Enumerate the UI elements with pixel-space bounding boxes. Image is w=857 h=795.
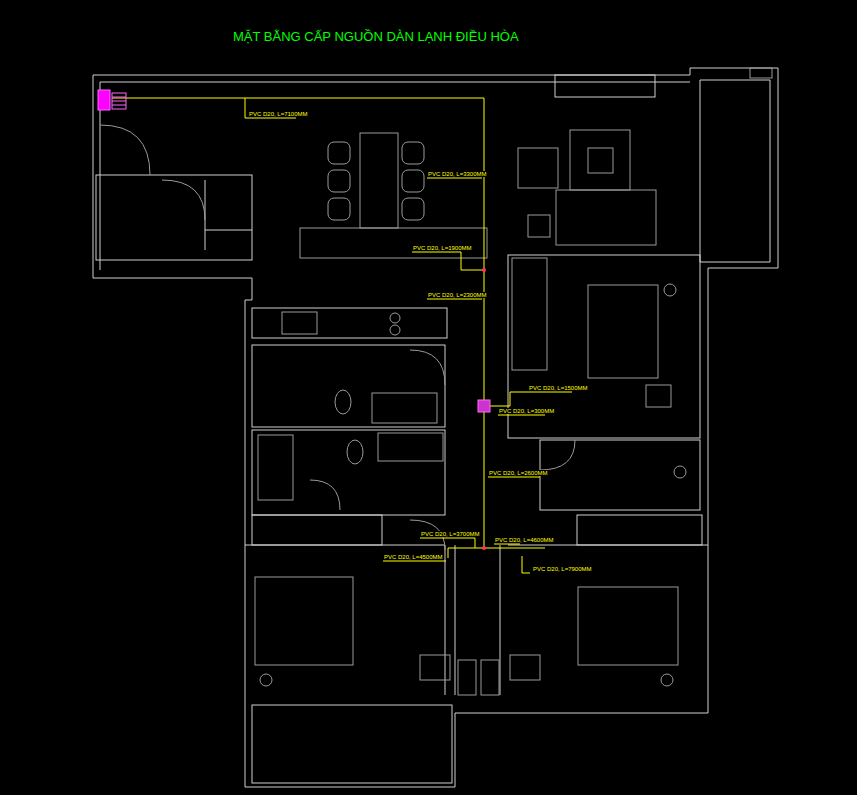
walls xyxy=(93,68,778,787)
bathroom xyxy=(252,345,445,427)
cable-label: PVC D20, L=1500MM xyxy=(528,385,589,391)
chair xyxy=(402,170,424,192)
cabinet xyxy=(481,660,499,695)
dining-table xyxy=(360,133,398,228)
electrical-boxes xyxy=(98,90,490,550)
cable-label: PVC D20, L=4500MM xyxy=(383,554,444,560)
armchair xyxy=(518,148,558,188)
utility-room xyxy=(96,175,252,260)
hob xyxy=(390,325,400,335)
leader-line xyxy=(488,477,540,478)
panel-breakers xyxy=(112,97,126,105)
outer-wall xyxy=(93,68,778,787)
junction-dot xyxy=(482,268,486,272)
cabinet xyxy=(458,660,476,695)
toilet xyxy=(347,440,363,464)
bathroom xyxy=(252,430,445,515)
cable-label: PVC D20, L=7900MM xyxy=(532,566,593,572)
armchair xyxy=(420,655,450,680)
cable-label: PVC D20, L=4600MM xyxy=(494,537,555,543)
plan-title: MẶT BẰNG CẤP NGUỒN DÀN LẠNH ĐIỀU HÒA xyxy=(233,30,519,43)
cable-label: PVC D20, L=2300MM xyxy=(427,292,488,298)
fan-coil xyxy=(260,674,272,686)
wardrobe xyxy=(577,515,702,545)
wall xyxy=(205,180,252,250)
leader-line xyxy=(522,556,530,573)
bed xyxy=(588,285,658,378)
fan-coil xyxy=(674,466,686,478)
chair xyxy=(328,142,350,164)
chair xyxy=(402,142,424,164)
leader-line xyxy=(383,561,446,562)
cable-label: PVC D20, L=300MM xyxy=(498,408,555,414)
cable-label: PVC D20, L=3700MM xyxy=(420,531,481,537)
fan-coil xyxy=(661,674,673,686)
leader-line xyxy=(427,299,482,300)
side-table xyxy=(528,215,550,237)
distribution-panel xyxy=(98,90,110,110)
leader-line xyxy=(412,252,484,270)
leader-line xyxy=(420,538,475,548)
leader-line xyxy=(494,544,520,545)
kitchen-counter xyxy=(252,308,447,338)
bed xyxy=(255,577,353,665)
cable xyxy=(112,98,545,548)
cable-route xyxy=(112,98,572,573)
cable-label: PVC D20, L=2600MM xyxy=(488,470,549,476)
sofa xyxy=(556,190,656,245)
balcony xyxy=(252,705,452,783)
fan-coil xyxy=(664,284,676,296)
coffee-table xyxy=(570,130,630,190)
bathtub xyxy=(258,435,293,500)
cable-label: PVC D20, L=3300MM xyxy=(427,171,488,177)
sink xyxy=(282,312,317,334)
basin xyxy=(378,433,443,461)
basin xyxy=(372,393,437,423)
cable-label: PVC D20, L=7100MM xyxy=(248,111,309,117)
wall-cabinet xyxy=(555,75,655,97)
leader-line xyxy=(427,178,482,179)
wardrobe xyxy=(252,515,382,545)
toilet xyxy=(335,390,351,414)
leader-line xyxy=(498,415,545,416)
cable xyxy=(448,548,484,558)
island xyxy=(300,228,487,258)
junction-box xyxy=(478,400,490,412)
chair xyxy=(328,198,350,220)
armchair xyxy=(510,655,540,680)
chair xyxy=(646,385,671,407)
bathroom xyxy=(540,440,700,510)
panel-breakers xyxy=(112,93,126,109)
hob xyxy=(390,313,400,323)
chair xyxy=(402,198,424,220)
wardrobe xyxy=(512,258,547,370)
cable xyxy=(490,392,572,406)
cable-label: PVC D20, L=1900MM xyxy=(412,245,473,251)
junction-dot xyxy=(482,546,486,550)
wall xyxy=(245,545,708,695)
outdoor-unit xyxy=(750,68,772,78)
bed xyxy=(578,587,678,665)
chair xyxy=(328,170,350,192)
furniture xyxy=(100,68,772,695)
door-swing xyxy=(100,125,575,550)
coffee-table xyxy=(588,148,613,173)
